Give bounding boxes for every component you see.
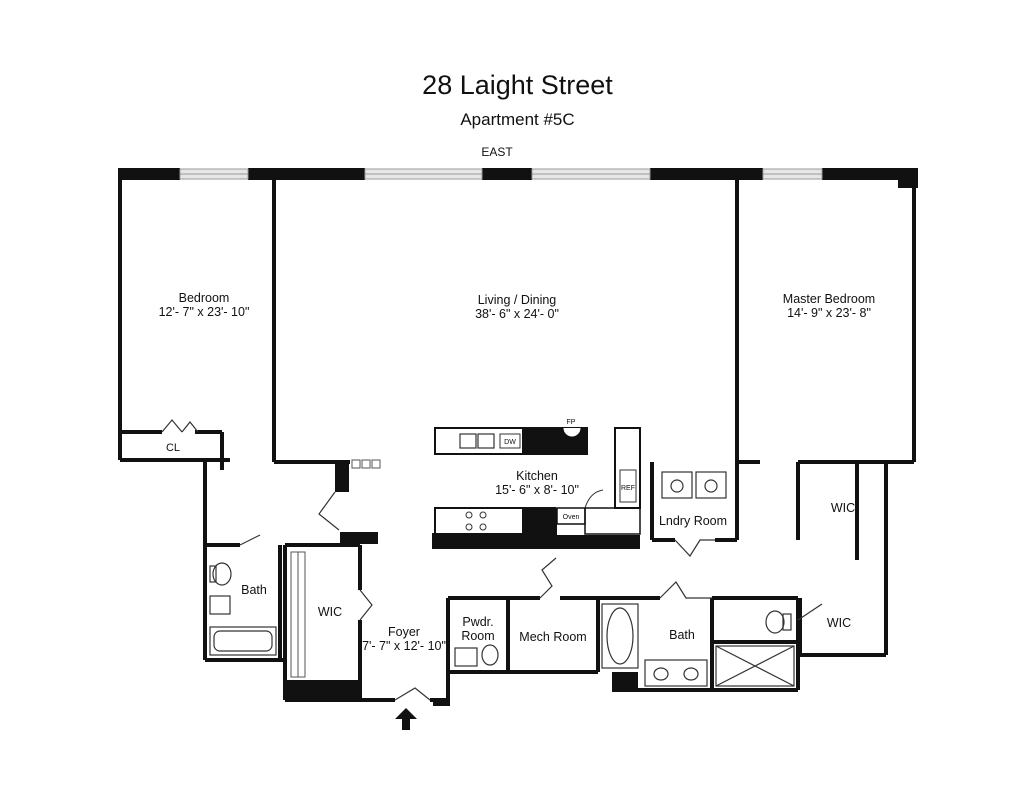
wic-left-label: WIC (318, 605, 342, 619)
compass-label: EAST (481, 145, 513, 159)
bath-right-label: Bath (669, 628, 695, 642)
bath-left-label: Bath (241, 583, 267, 597)
powder-room-fixtures (454, 644, 499, 667)
room-size-kitchen: 15'- 6" x 8'- 10" (495, 483, 579, 497)
entry-arrow-icon (395, 708, 417, 730)
laundry-room-label: Lndry Room (659, 514, 727, 528)
room-name-living: Living / Dining (478, 293, 557, 307)
dishwasher-label: DW (504, 439, 516, 446)
closet-label: CL (166, 442, 180, 454)
interior-walls (118, 170, 916, 702)
room-name-kitchen: Kitchen (516, 469, 558, 483)
mech-room-label: Mech Room (519, 630, 586, 644)
exterior-walls (118, 168, 918, 188)
page-title: 28 Laight Street (422, 70, 613, 100)
powder-room-label-1: Pwdr. (462, 615, 493, 629)
bath-left-fixtures (209, 562, 277, 656)
door-swings (161, 419, 823, 701)
wic-lower-label: WIC (827, 616, 851, 630)
room-size-master: 14'- 9" x 23'- 8" (787, 306, 871, 320)
page-subtitle: Apartment #5C (460, 110, 575, 129)
powder-room-label-2: Room (461, 629, 494, 643)
oven-label: Oven (563, 514, 580, 521)
room-size-living: 38'- 6" x 24'- 0" (475, 307, 559, 321)
refrigerator-label: REF (621, 485, 635, 492)
room-name-foyer: Foyer (388, 625, 420, 639)
windows (179, 168, 823, 180)
fireplace-label: FP (567, 419, 576, 426)
bar-stools (351, 459, 381, 469)
wic-left-shelves (290, 551, 306, 678)
room-size-foyer: 7'- 7" x 12'- 10" (362, 639, 446, 653)
wic-upper-label: WIC (831, 501, 855, 515)
room-name-bedroom: Bedroom (179, 291, 230, 305)
laundry-fixtures (661, 471, 727, 499)
kitchen-counter: Oven REF (434, 427, 641, 535)
solid-wall-blocks (285, 460, 640, 706)
room-size-bedroom: 12'- 7" x 23'- 10" (159, 305, 250, 319)
room-name-master: Master Bedroom (783, 292, 875, 306)
kitchen-island: DW FP (434, 419, 588, 455)
master-bath-fixtures (601, 603, 795, 687)
